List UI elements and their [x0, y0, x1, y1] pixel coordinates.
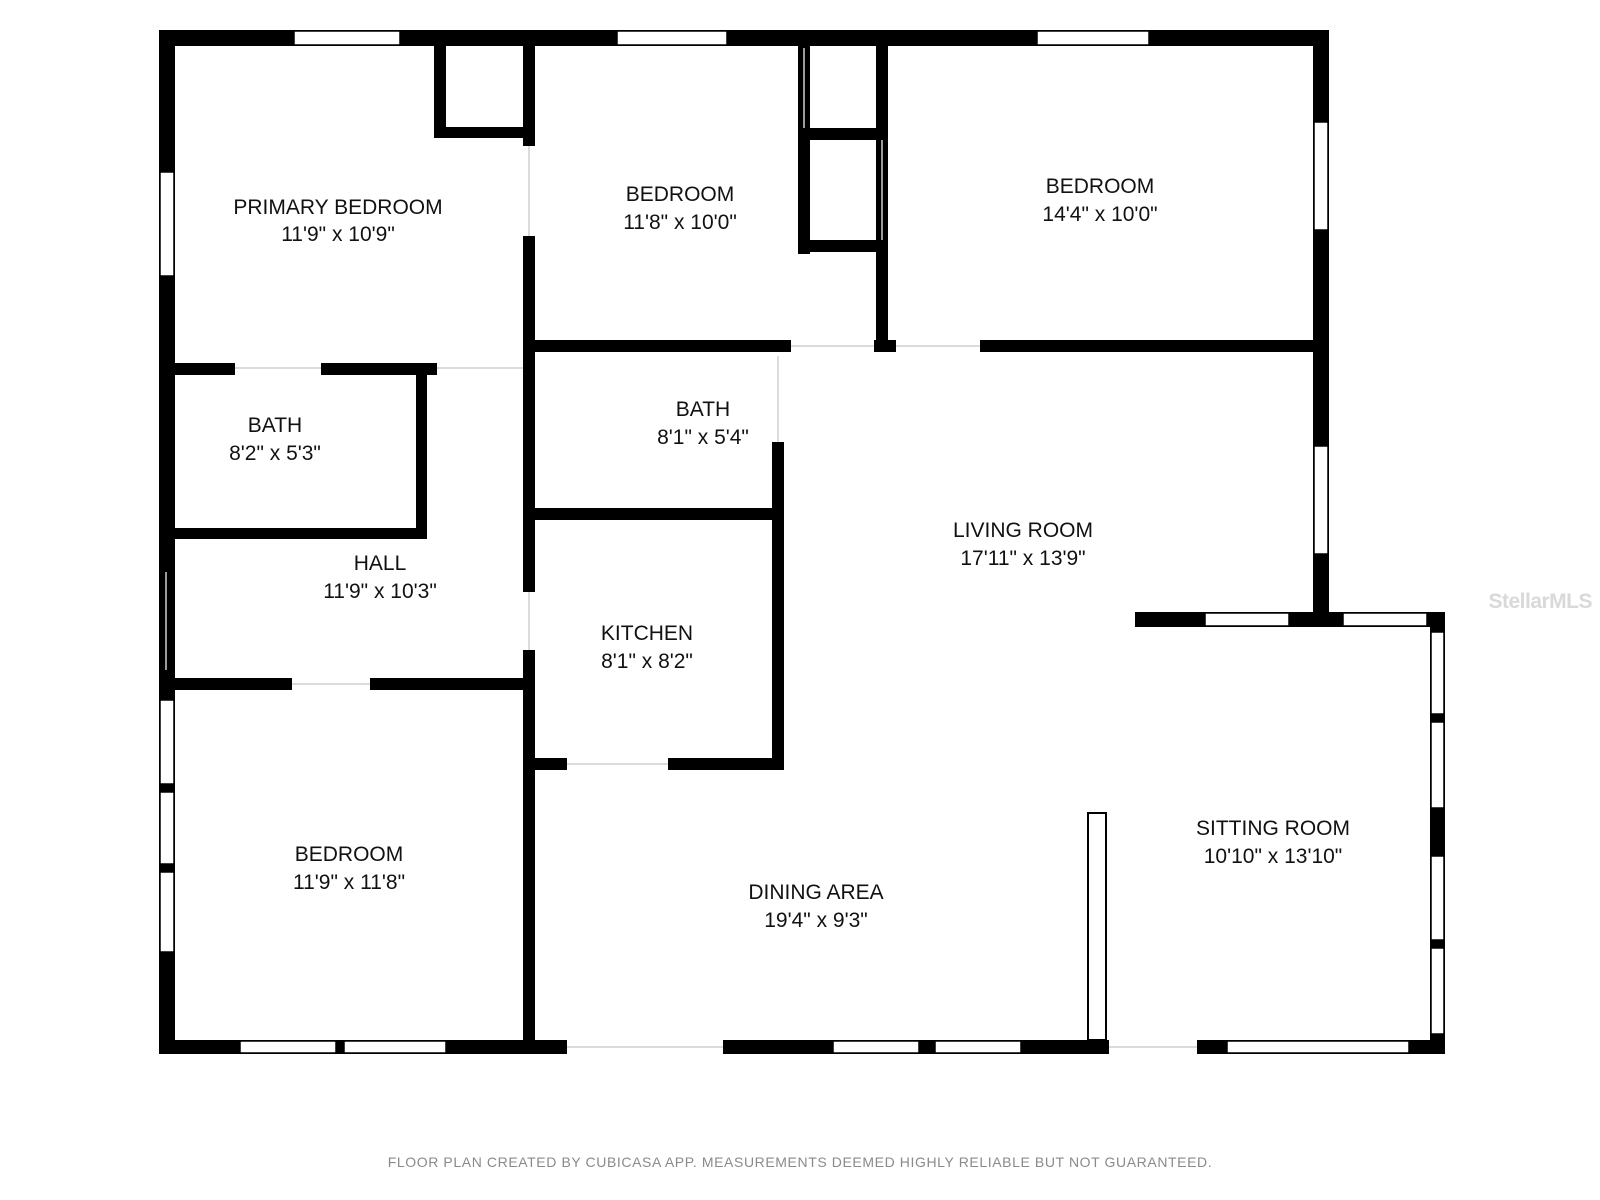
- room-sitting-room: SITTING ROOM 10'10" x 13'10": [1196, 817, 1350, 868]
- room-kitchen: KITCHEN 8'1" x 8'2": [601, 622, 693, 673]
- footer-disclaimer: FLOOR PLAN CREATED BY CUBICASA APP. MEAS…: [387, 1154, 1213, 1170]
- room-name: BATH: [248, 414, 302, 437]
- windows: [159, 30, 1445, 1054]
- room-dimensions: 10'10" x 13'10": [1204, 845, 1343, 868]
- room-hall: HALL 11'9" x 10'3": [323, 552, 437, 603]
- room-living-room: LIVING ROOM 17'11" x 13'9": [953, 519, 1093, 570]
- room-bath-2: BATH 8'1" x 5'4": [657, 398, 749, 449]
- doors: [165, 48, 1197, 1048]
- room-dimensions: 19'4" x 9'3": [764, 909, 868, 932]
- room-dimensions: 11'8" x 10'0": [623, 211, 737, 234]
- room-name: SITTING ROOM: [1196, 817, 1350, 840]
- room-name: LIVING ROOM: [953, 519, 1093, 542]
- room-dimensions: 14'4" x 10'0": [1042, 203, 1157, 226]
- room-name: BEDROOM: [295, 843, 404, 866]
- room-bedroom-3: BEDROOM 14'4" x 10'0": [1042, 175, 1157, 226]
- watermark-text: StellarMLS: [1488, 590, 1592, 613]
- room-dimensions: 17'11" x 13'9": [960, 547, 1085, 570]
- room-name: BEDROOM: [1046, 175, 1155, 198]
- room-bedroom-2: BEDROOM 11'8" x 10'0": [623, 183, 737, 234]
- room-dimensions: 8'2" x 5'3": [229, 442, 321, 465]
- room-dimensions: 11'9" x 11'8": [293, 871, 405, 894]
- room-dining-area: DINING AREA 19'4" x 9'3": [748, 881, 883, 932]
- room-name: BATH: [676, 398, 730, 421]
- room-name: DINING AREA: [748, 881, 883, 904]
- room-bath-1: BATH 8'2" x 5'3": [229, 414, 321, 465]
- room-dimensions: 8'1" x 8'2": [601, 650, 693, 673]
- room-dimensions: 11'9" x 10'9": [281, 223, 395, 246]
- room-name: BEDROOM: [626, 183, 735, 206]
- room-name: HALL: [354, 552, 407, 575]
- room-primary-bedroom: PRIMARY BEDROOM 11'9" x 10'9": [233, 196, 442, 246]
- room-bedroom-4: BEDROOM 11'9" x 11'8": [293, 843, 405, 894]
- room-labels: PRIMARY BEDROOM 11'9" x 10'9" BEDROOM 11…: [229, 175, 1350, 932]
- room-name: KITCHEN: [601, 622, 693, 645]
- room-name: PRIMARY BEDROOM: [233, 196, 442, 219]
- room-dimensions: 8'1" x 5'4": [657, 426, 749, 449]
- room-dimensions: 11'9" x 10'3": [323, 580, 437, 603]
- watermark-logo: StellarMLS: [1488, 590, 1592, 614]
